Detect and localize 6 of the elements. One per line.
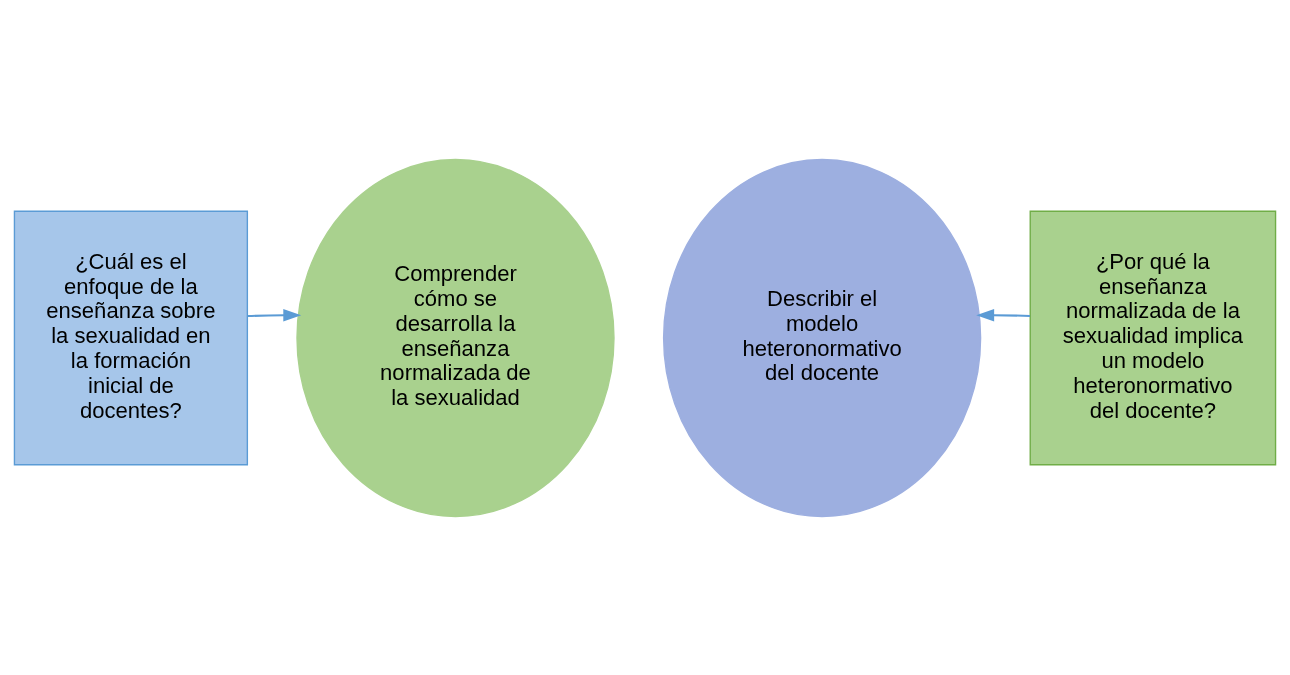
arrow	[247, 308, 302, 322]
node-box: ¿Por qué la enseñanza normalizada de la sexualidad implica un modelo heteronormativo del docente?	[1029, 210, 1277, 465]
node-ellipse: Describir el modelo heteronormativo del docente	[662, 158, 982, 517]
arrow	[976, 308, 1031, 322]
node-ellipse: Comprender cómo se desarrolla la enseñanza normalizada de la sexualidad	[296, 158, 615, 517]
node-box: ¿Cuál es el enfoque de la enseñanza sobre la sexualidad en la formación inicial de docentes?	[13, 210, 249, 465]
